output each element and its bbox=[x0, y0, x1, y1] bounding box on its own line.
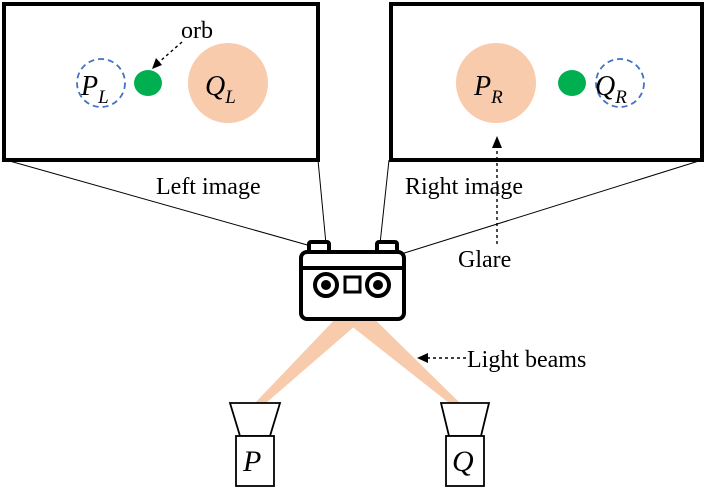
camera-right-lens-center bbox=[373, 280, 383, 290]
left-blob-point-label: QL bbox=[205, 71, 236, 108]
right-orb bbox=[558, 70, 586, 96]
left-panel-outer-line bbox=[5, 159, 319, 249]
projector-p-body bbox=[235, 435, 275, 487]
projector-p-lamp bbox=[228, 402, 282, 437]
projector-q-label: Q bbox=[452, 445, 474, 478]
left-dashed-circle bbox=[76, 58, 126, 108]
left-orb bbox=[134, 70, 162, 96]
light-beams-arrow-head bbox=[417, 353, 428, 363]
right-panel-inner-line bbox=[379, 159, 390, 245]
projector-q-lamp bbox=[439, 402, 491, 437]
right-dashed-circle bbox=[595, 58, 645, 108]
glare-annotation: Glare bbox=[458, 136, 511, 273]
right-panel-outer-line bbox=[397, 159, 703, 256]
right-blob-point-label: PR bbox=[473, 71, 503, 108]
left-dashed-point-label: PL bbox=[80, 71, 109, 108]
camera-left-lens-center bbox=[321, 280, 331, 290]
light-beams-annotation: Light beams bbox=[417, 347, 586, 373]
right-image-caption: Right image bbox=[405, 174, 523, 200]
projector-p bbox=[228, 402, 282, 487]
projection-lines bbox=[5, 159, 703, 256]
left-image-panel: PL QL orb Left image bbox=[2, 2, 320, 200]
light-beam-from-q bbox=[326, 299, 460, 403]
glare-label: Glare bbox=[458, 247, 511, 273]
right-dashed-point-label: QR bbox=[595, 71, 627, 108]
projector-p-label: P bbox=[242, 445, 261, 478]
camera-center-button bbox=[343, 275, 362, 294]
stereo-camera-icon bbox=[299, 240, 406, 321]
light-beams-label: Light beams bbox=[467, 347, 586, 373]
left-panel-inner-line bbox=[317, 159, 327, 245]
right-blob bbox=[456, 43, 536, 123]
orb-arrow-line bbox=[157, 41, 183, 64]
projector-q-body bbox=[445, 435, 485, 487]
orb-label: orb bbox=[181, 18, 213, 44]
right-image-panel: PR QR Right image bbox=[389, 2, 704, 200]
projector-q bbox=[439, 402, 491, 487]
orb-arrow-head bbox=[152, 58, 162, 69]
left-image-caption: Left image bbox=[156, 174, 261, 200]
glare-arrow-head bbox=[492, 136, 502, 148]
left-blob bbox=[188, 43, 268, 123]
right-image-frame bbox=[389, 2, 704, 162]
